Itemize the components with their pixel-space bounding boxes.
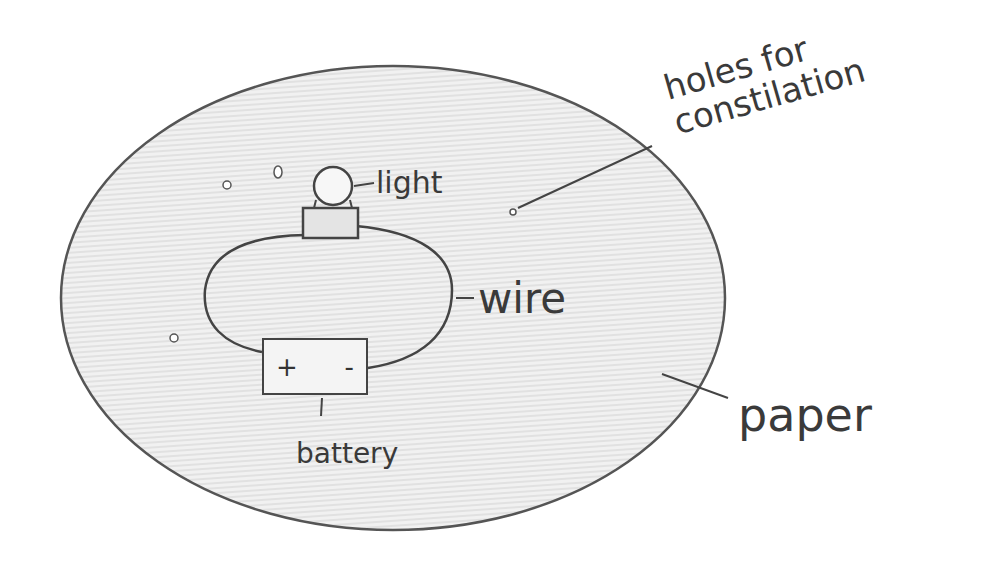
leader-line — [456, 297, 474, 299]
part-label: light — [376, 168, 443, 198]
hole — [510, 209, 516, 215]
leader-line — [662, 374, 728, 398]
wire — [205, 235, 305, 352]
light-bulb — [314, 167, 352, 205]
hole — [274, 166, 282, 178]
leader-line — [518, 146, 652, 208]
terminal-sign: - — [345, 354, 354, 380]
note-label: holes for constilation — [660, 18, 869, 141]
terminal-sign: + — [276, 354, 298, 380]
paper-oval — [61, 66, 725, 530]
bulb-base — [303, 208, 358, 238]
part-label: paper — [738, 392, 872, 438]
wire — [356, 226, 452, 368]
battery-box: +- — [262, 338, 368, 395]
part-label: battery — [296, 440, 398, 468]
part-label: wire — [478, 278, 566, 320]
hole — [170, 334, 178, 342]
leader-line — [354, 183, 374, 186]
hole — [223, 181, 231, 189]
leader-line — [321, 398, 322, 416]
